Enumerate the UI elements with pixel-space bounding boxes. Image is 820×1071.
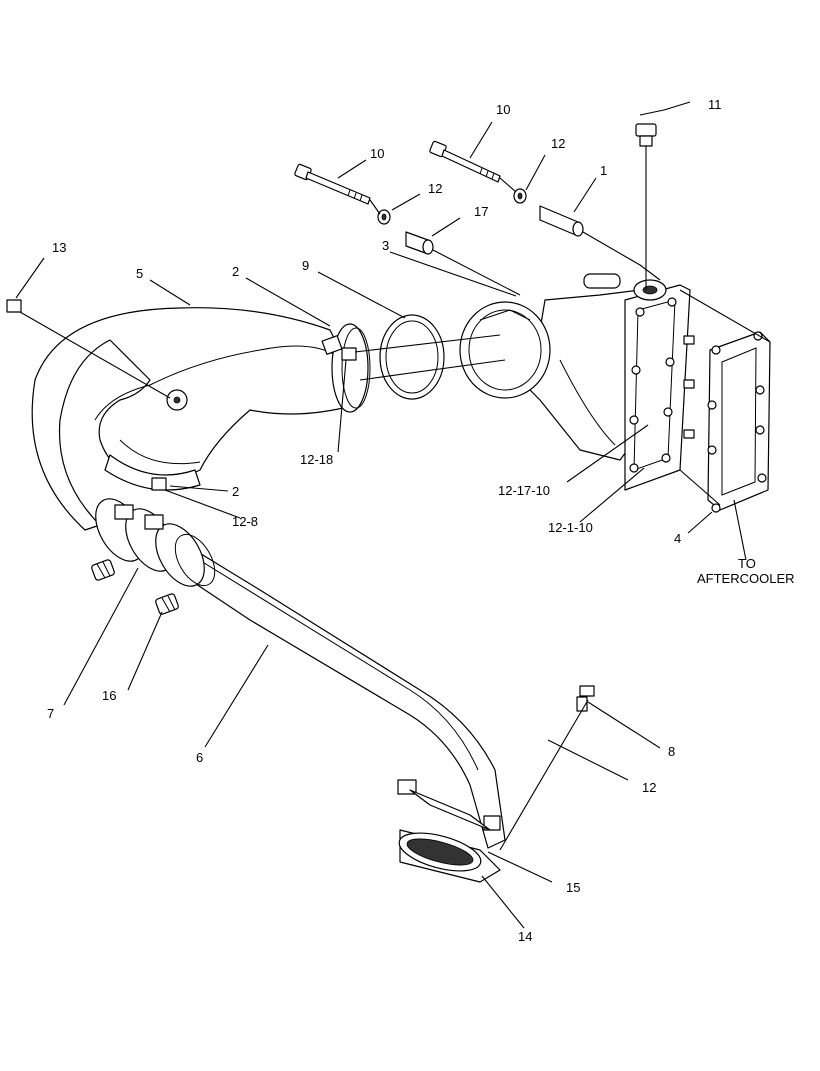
- label-10-right: 10: [496, 102, 510, 117]
- gasket-4: [707, 331, 771, 513]
- bolt-13: [6, 299, 22, 313]
- label-to: TO: [738, 556, 756, 571]
- label-9: 9: [302, 258, 309, 273]
- pipe-part: [159, 534, 506, 849]
- label-2-top: 2: [232, 264, 239, 279]
- coupling-clamps: [95, 498, 216, 587]
- hose-clamp-upper: [321, 323, 371, 413]
- label-12-top: 12: [551, 136, 565, 151]
- label-11: 11: [708, 97, 722, 112]
- label-14: 14: [518, 929, 532, 944]
- label-12-17-10: 12-17-10: [498, 483, 550, 498]
- label-15: 15: [566, 880, 580, 895]
- label-1: 1: [600, 163, 607, 178]
- label-aftercooler: AFTERCOOLER: [697, 571, 795, 586]
- label-12-18: 12-18: [300, 452, 333, 467]
- washer-12-left: [377, 209, 391, 225]
- label-12-mid: 12: [428, 181, 442, 196]
- housing-part: [459, 273, 651, 461]
- label-6: 6: [196, 750, 203, 765]
- bolt-10-left: [294, 163, 371, 205]
- plug-11: [635, 123, 657, 147]
- bolt-8: [576, 685, 595, 712]
- label-5: 5: [136, 266, 143, 281]
- spacer-17: [405, 231, 434, 255]
- plug-16: [155, 593, 179, 615]
- label-13: 13: [52, 240, 66, 255]
- plug-left: [91, 559, 115, 581]
- elbow-part: [31, 307, 356, 531]
- hose-clamp-lower: [104, 454, 201, 491]
- label-16: 16: [102, 688, 116, 703]
- label-12-8: 12-8: [232, 514, 258, 529]
- part-labels: 10 10 11 12 12 1 17 3 9 2 5 13 12-18 2 1…: [47, 97, 795, 944]
- label-8: 8: [668, 744, 675, 759]
- label-3: 3: [382, 238, 389, 253]
- mounting-flange: [624, 279, 695, 491]
- gasket-ring-9: [379, 314, 445, 400]
- label-4: 4: [674, 531, 681, 546]
- label-17: 17: [474, 204, 488, 219]
- label-12-1-10: 12-1-10: [548, 520, 593, 535]
- bolt-10-right: [429, 140, 501, 183]
- pipe-end-flange: [397, 779, 501, 883]
- label-12-bottom: 12: [642, 780, 656, 795]
- label-7: 7: [47, 706, 54, 721]
- spacer-1: [539, 205, 584, 237]
- leader-lines: [15, 101, 747, 929]
- label-2-bottom: 2: [232, 484, 239, 499]
- assembly-lines: [19, 146, 771, 851]
- washer-12-right: [513, 188, 527, 204]
- label-10-left: 10: [370, 146, 384, 161]
